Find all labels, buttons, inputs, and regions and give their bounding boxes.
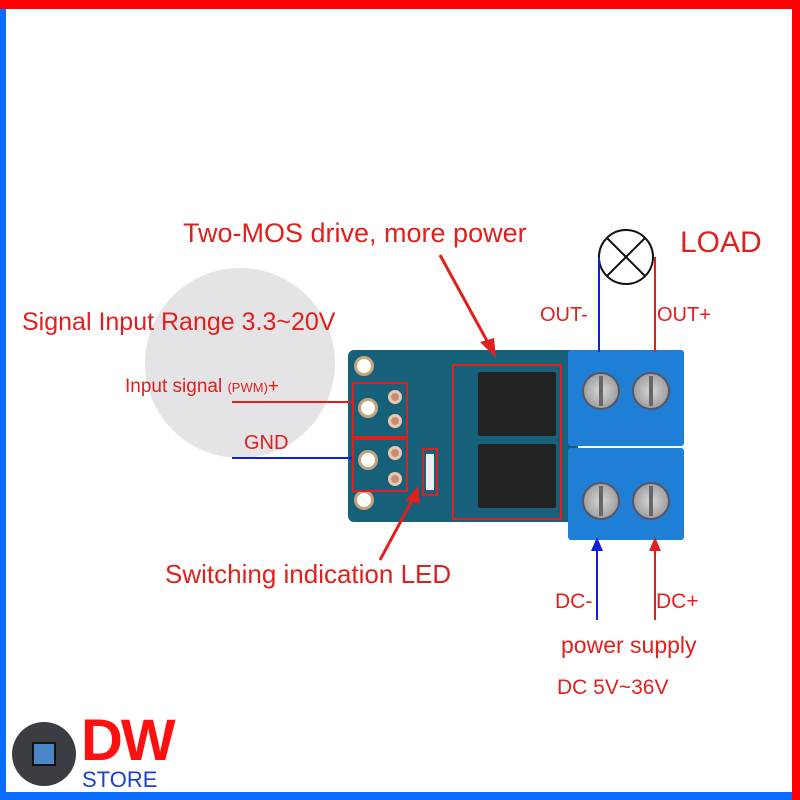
out-minus-label: OUT- [540, 304, 588, 326]
terminal-out [568, 350, 684, 446]
pad [388, 390, 402, 404]
out-plus-label: OUT+ [657, 304, 711, 326]
gnd-pad [358, 450, 378, 470]
led [426, 454, 434, 490]
mos-arrow [438, 254, 494, 351]
pad [388, 446, 402, 460]
terminal-dc [568, 448, 684, 540]
plus-text: + [267, 376, 280, 397]
load-label: LOAD [680, 226, 762, 259]
signal-pad [358, 398, 378, 418]
led-label: Switching indication LED [165, 559, 452, 589]
screw [582, 482, 620, 520]
dc-plus-label: DC+ [656, 590, 699, 613]
pwm-text: (PWM) [227, 380, 268, 395]
input-signal-label: Input signal (PWM)+ [125, 376, 279, 398]
dc-range-label: DC 5V~36V [557, 676, 669, 699]
signal-range-label: Signal Input Range 3.3~20V [22, 308, 336, 336]
logo-sub: STORE [82, 767, 158, 792]
watermark-circle [145, 268, 335, 458]
mosfet-board [348, 350, 578, 522]
frame-bottom [0, 792, 792, 800]
frame-top [0, 0, 800, 9]
led-arrow [378, 494, 417, 561]
input-signal-text: Input signal [125, 376, 223, 397]
input-highlight [352, 382, 408, 438]
gnd-highlight [352, 438, 408, 492]
screw [632, 372, 670, 410]
dc-minus-label: DC- [555, 590, 593, 613]
mount-hole [354, 356, 374, 376]
screw [582, 372, 620, 410]
frame-left [0, 9, 6, 800]
mosfet-highlight [452, 364, 562, 520]
led-highlight [422, 448, 438, 496]
screw [632, 482, 670, 520]
power-supply-label: power supply [561, 632, 697, 658]
gnd-label: GND [244, 432, 289, 454]
frame-right [792, 0, 800, 800]
title-label: Two-MOS drive, more power [183, 218, 527, 248]
mosfet-q1 [478, 372, 556, 436]
pad [388, 472, 402, 486]
mosfet-q2 [478, 444, 556, 508]
chip-logo-icon [12, 722, 76, 786]
logo-brand: DW [81, 708, 176, 773]
pad [388, 414, 402, 428]
